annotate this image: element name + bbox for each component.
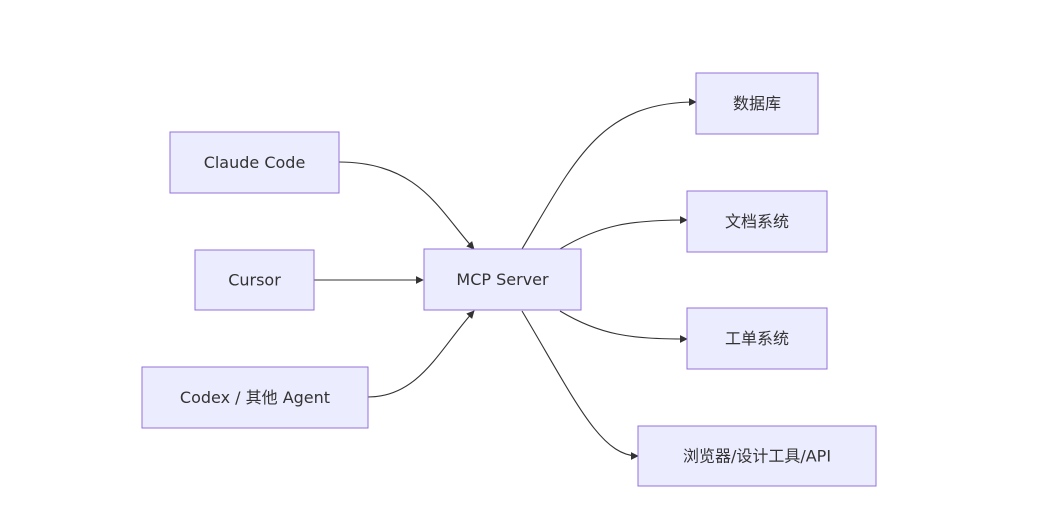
node-label: 浏览器/设计工具/API xyxy=(683,447,831,466)
node-ticket-system[interactable]: 工单系统 xyxy=(686,307,828,370)
edge-codex-agent-to-mcp-server xyxy=(367,310,475,398)
node-mcp-server[interactable]: MCP Server xyxy=(423,248,582,311)
node-label: Claude Code xyxy=(204,153,306,172)
edge-mcp-server-to-database xyxy=(521,98,697,250)
node-label: Cursor xyxy=(228,271,281,290)
edge-mcp-server-to-ticket-system xyxy=(559,310,688,343)
node-claude-code[interactable]: Claude Code xyxy=(169,131,340,194)
edges xyxy=(314,98,697,460)
node-cursor[interactable]: Cursor xyxy=(194,249,315,311)
node-codex-agent[interactable]: Codex / 其他 Agent xyxy=(141,366,369,429)
node-label: 数据库 xyxy=(733,94,781,113)
node-doc-system[interactable]: 文档系统 xyxy=(686,190,828,253)
node-label: MCP Server xyxy=(456,270,549,289)
node-label: 文档系统 xyxy=(725,212,789,231)
node-label: Codex / 其他 Agent xyxy=(180,388,330,407)
edge-mcp-server-to-browser-tools xyxy=(521,310,639,460)
node-browser-tools[interactable]: 浏览器/设计工具/API xyxy=(637,425,877,487)
node-label: 工单系统 xyxy=(725,329,789,348)
node-database[interactable]: 数据库 xyxy=(695,72,819,135)
edge-claude-code-to-mcp-server xyxy=(338,161,475,250)
edge-mcp-server-to-doc-system xyxy=(559,216,688,250)
